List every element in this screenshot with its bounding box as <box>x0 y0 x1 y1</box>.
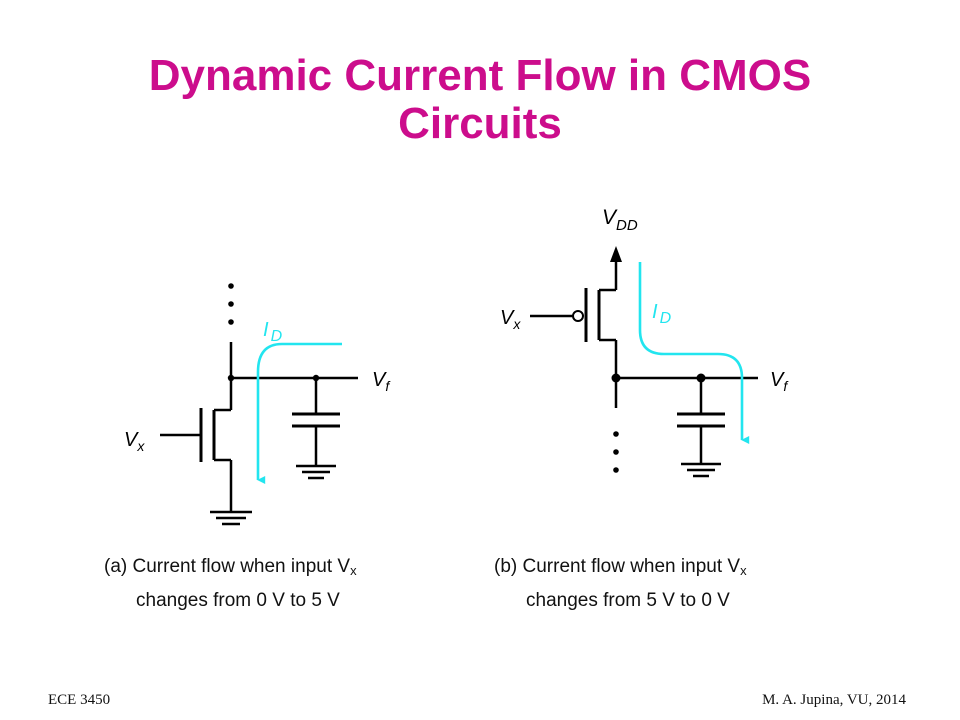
nmos-transistor <box>160 408 233 512</box>
load-capacitor-b <box>677 378 725 464</box>
current-arrow-a <box>256 342 342 484</box>
continuation-dots-a-top <box>228 283 234 289</box>
circuit-b <box>530 246 758 478</box>
slide-title-line2: Circuits <box>398 99 562 148</box>
input-label-a: Vx <box>124 429 145 454</box>
vdd-label: VDD <box>602 206 638 234</box>
caption-a: (a) Current flow when input Vx changes f… <box>104 552 357 616</box>
slide-title: Dynamic Current Flow in CMOS Circuits <box>0 52 960 148</box>
ground-symbol-a1 <box>210 510 252 526</box>
slide-title-line1: Dynamic Current Flow in CMOS <box>148 51 812 100</box>
current-arrow-b <box>638 262 750 444</box>
caption-a-line2: changes from 0 V to 5 V <box>136 590 340 611</box>
output-label-a: Vf <box>372 369 391 394</box>
caption-b-line1: (b) Current flow when input Vx <box>494 556 747 578</box>
pmos-transistor <box>530 288 616 342</box>
ground-symbol-a2 <box>296 464 336 480</box>
node-dot-b1 <box>611 373 621 383</box>
footer-author: M. A. Jupina, VU, 2014 <box>762 692 906 708</box>
node-dot-a1 <box>227 374 235 382</box>
caption-b-line2: changes from 5 V to 0 V <box>526 590 730 611</box>
load-capacitor-a <box>292 378 340 466</box>
input-label-b: Vx <box>500 307 521 332</box>
footer-course: ECE 3450 <box>48 692 111 708</box>
continuation-dots-b-bottom <box>613 431 619 437</box>
ground-symbol-b <box>681 462 721 478</box>
pmos-gate-bubble <box>572 310 584 322</box>
vdd-arrowhead <box>610 246 622 262</box>
caption-b: (b) Current flow when input Vx changes f… <box>494 552 747 616</box>
output-label-b: Vf <box>770 369 789 394</box>
caption-a-line1: (a) Current flow when input Vx <box>104 556 357 578</box>
circuit-a <box>160 283 358 526</box>
